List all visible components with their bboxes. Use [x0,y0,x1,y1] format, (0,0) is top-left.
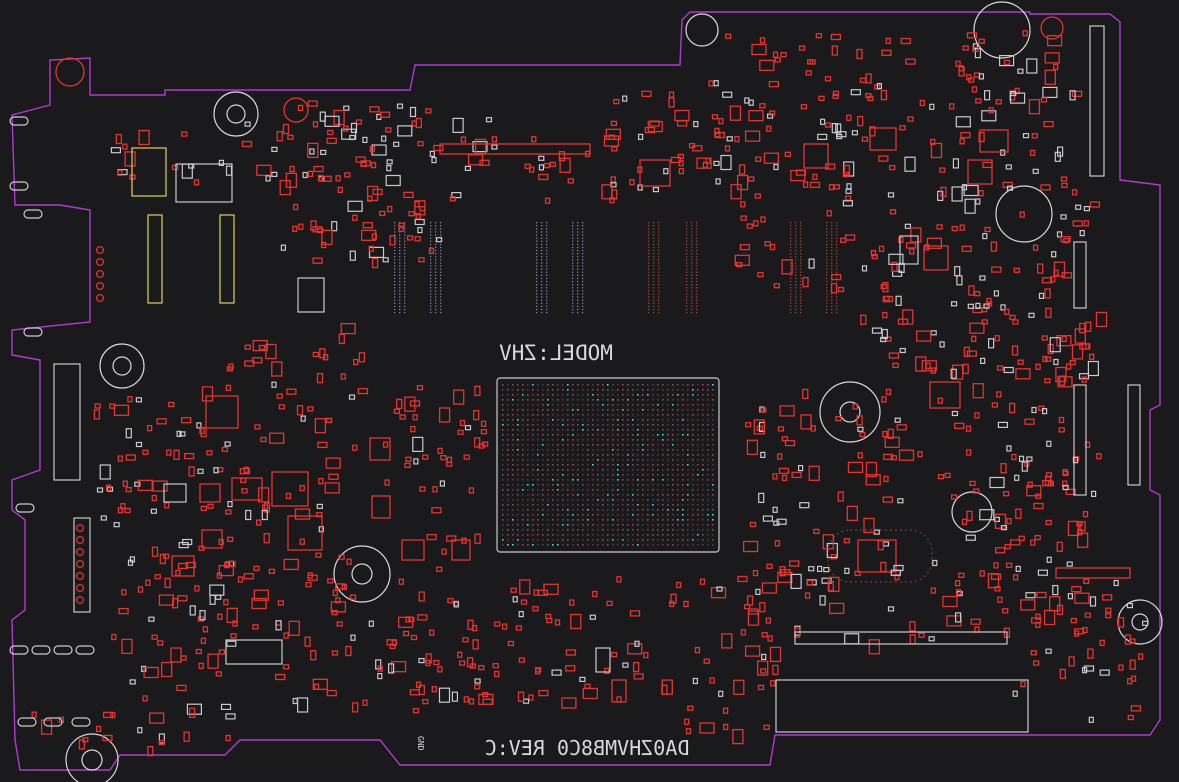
cpu-bga [496,377,720,553]
connectors [53,25,1141,733]
edge-ports [9,116,105,727]
gnd-label: GND [416,736,425,751]
smd-components [31,30,1149,757]
qfn-chips [205,143,993,429]
part-label: DA0ZHVMB8C0 REV:C [485,736,690,760]
model-label: MODEL:ZHV [499,341,613,365]
memory-pad-fields [394,222,838,314]
board-outline [11,11,1161,771]
secondary-bga [827,529,933,583]
